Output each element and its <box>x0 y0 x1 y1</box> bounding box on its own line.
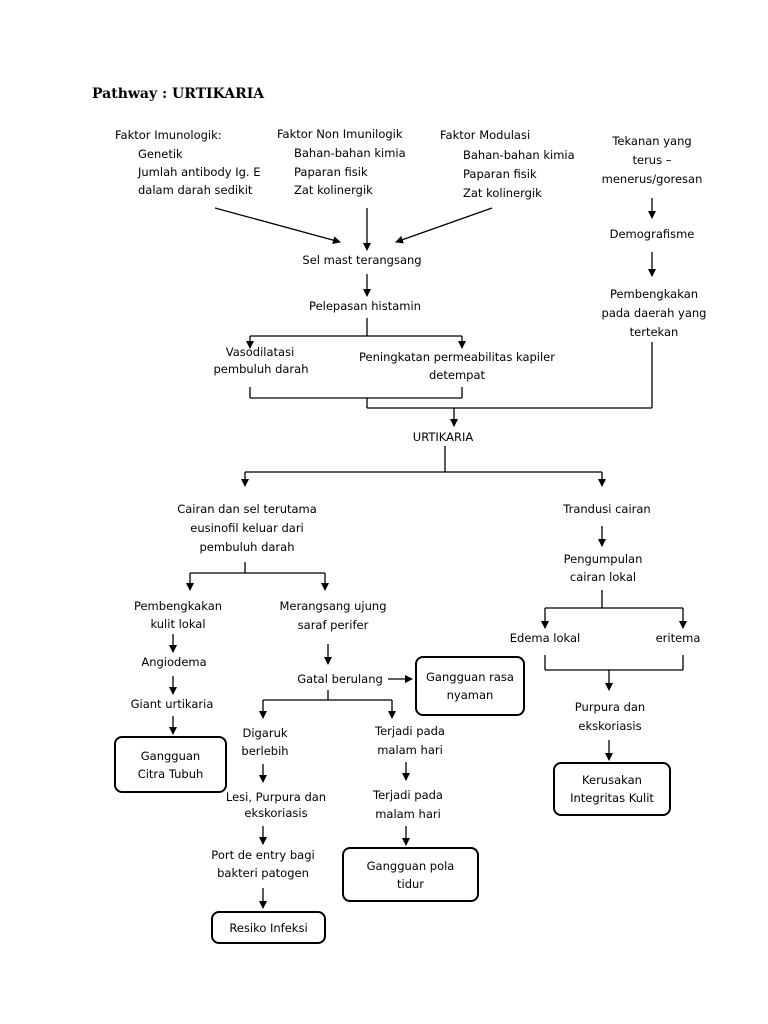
purpura-kanan-line: Purpura dan <box>574 700 646 714</box>
giant-urtikaria-node: Giant urtikaria <box>130 697 214 711</box>
page-title: Pathway : URTIKARIA <box>92 86 265 102</box>
faktor-modulasi-item: Zat kolinergik <box>463 186 542 200</box>
terjadi-malam-2-line: malam hari <box>375 807 441 821</box>
edema-lokal-node: Edema lokal <box>509 631 581 645</box>
pelepasan-histamin-node: Pelepasan histamin <box>309 299 421 313</box>
permeabilitas-line: detempat <box>428 368 486 382</box>
faktor-imunologik-item: Jumlah antibody Ig. E <box>138 165 261 179</box>
digaruk-line: Digaruk <box>242 726 288 740</box>
faktor-modulasi-item: Bahan-bahan kimia <box>463 148 575 162</box>
purpura-kanan-line: ekskoriasis <box>578 719 642 733</box>
arrow-modulasi-to-selmast <box>395 207 493 244</box>
pengumpulan-line: cairan lokal <box>569 570 637 584</box>
pembengkakan-tertekan-line: tertekan <box>629 325 679 339</box>
diagnosis-pola-tidur: Gangguan pola tidur <box>342 847 479 902</box>
diagnosis-line: tidur <box>396 876 425 891</box>
trandusi-node: Trandusi cairan <box>563 502 651 516</box>
faktor-modulasi-heading: Faktor Modulasi <box>440 128 531 142</box>
diagnosis-line: nyaman <box>446 688 494 702</box>
terjadi-malam-2-line: Terjadi pada <box>373 788 443 802</box>
diagnosis-line: Kerusakan <box>582 773 642 787</box>
faktor-imunologik-heading: Faktor Imunologik: <box>115 128 222 142</box>
cairan-sel-line: Cairan dan sel terutama <box>177 502 317 516</box>
diagnosis-resiko-infeksi: Resiko Infeksi <box>211 911 326 944</box>
digaruk-line: berlebih <box>241 744 289 758</box>
cairan-sel-line: pembuluh darah <box>199 540 295 554</box>
pembengkakan-tertekan-line: pada daerah yang <box>601 306 707 320</box>
diagnosis-rasa-nyaman: Gangguan rasa nyaman <box>415 656 525 716</box>
sel-mast-node: Sel mast terangsang <box>302 253 422 267</box>
diagnosis-line: Gangguan pola <box>366 858 455 873</box>
faktor-non-imunologik-item: Paparan fisik <box>294 165 368 179</box>
diagnosis-line: Gangguan rasa <box>426 670 514 684</box>
diagnosis-line: Integritas Kulit <box>570 791 654 805</box>
diagnosis-line: Gangguan <box>140 748 201 763</box>
pembengkakan-kulit-line: Pembengkakan <box>133 599 223 613</box>
tekanan-line: terus – <box>632 153 672 167</box>
pembengkakan-tertekan-line: Pembengkakan <box>609 287 699 301</box>
terjadi-malam-1-line: malam hari <box>377 743 443 757</box>
faktor-imunologik-item: Genetik <box>138 147 183 161</box>
angiodema-node: Angiodema <box>141 655 207 669</box>
vasodilatasi-line: pembuluh darah <box>213 362 309 376</box>
urtikaria-node: URTIKARIA <box>412 430 474 444</box>
port-entry-line: Port de entry bagi <box>211 848 315 862</box>
lesi-line: ekskoriasis <box>244 806 308 820</box>
merangsang-line: saraf perifer <box>297 618 369 632</box>
tekanan-line: menerus/goresan <box>601 172 703 186</box>
diagnosis-line: Resiko Infeksi <box>229 920 308 935</box>
pembengkakan-kulit-line: kulit lokal <box>150 617 206 631</box>
arrow-imunologik-to-selmast <box>214 207 341 245</box>
terjadi-malam-1-line: Terjadi pada <box>375 724 445 738</box>
faktor-modulasi-item: Paparan fisik <box>463 167 537 181</box>
merangsang-line: Merangsang ujung <box>279 599 387 613</box>
faktor-imunologik-item: dalam darah sedikit <box>138 183 253 197</box>
faktor-non-imunologik-item: Zat kolinergik <box>294 183 373 197</box>
gatal-berulang-node: Gatal berulang <box>297 672 383 686</box>
faktor-non-imunologik-item: Bahan-bahan kimia <box>294 146 406 160</box>
lesi-line: Lesi, Purpura dan <box>225 790 327 804</box>
permeabilitas-line: Peningkatan permeabilitas kapiler <box>359 350 555 364</box>
faktor-non-imunologik-heading: Faktor Non Imunilogik <box>277 127 403 141</box>
port-entry-line: bakteri patogen <box>217 866 309 880</box>
eritema-node: eritema <box>655 631 701 645</box>
vasodilatasi-line: Vasodilatasi <box>225 345 295 359</box>
tekanan-line: Tekanan yang <box>612 134 692 148</box>
diagnosis-line: Citra Tubuh <box>137 766 204 781</box>
demografisme-node: Demografisme <box>609 227 695 241</box>
cairan-sel-line: eusinofil keluar dari <box>190 521 304 535</box>
pengumpulan-line: Pengumpulan <box>563 552 643 566</box>
